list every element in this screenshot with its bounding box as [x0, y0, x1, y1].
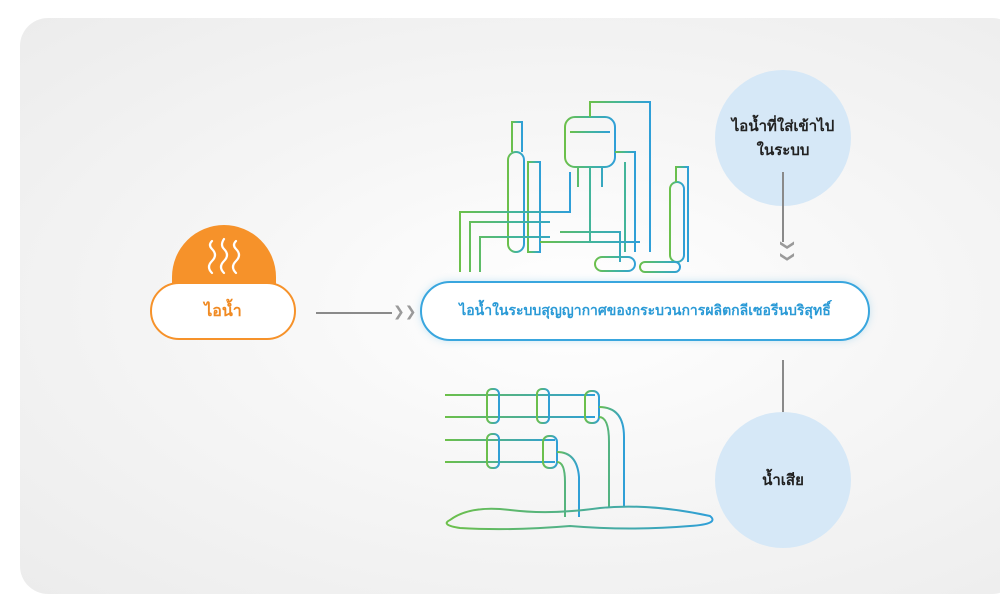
- wastewater-circle: น้ำเสีย: [715, 412, 851, 548]
- wastewater-pipes-icon: [445, 388, 714, 531]
- input-arrow-line: [782, 172, 784, 242]
- process-pill: ไอน้ำในระบบสุญญากาศของกระบวนการผลิตกลีเซ…: [420, 281, 870, 341]
- chevron-down-icon: ❯❯: [779, 239, 796, 263]
- steam-arrow-line: [316, 312, 392, 314]
- steam-label: ไอน้ำ: [204, 300, 242, 320]
- output-arrow-line: [782, 360, 784, 430]
- process-label: ไอน้ำในระบบสุญญากาศของกระบวนการผลิตกลีเซ…: [459, 303, 831, 319]
- input-steam-label-2: ในระบบ: [756, 141, 810, 159]
- factory-icon: [455, 101, 710, 277]
- chevron-right-icon: ❯❯: [393, 304, 417, 320]
- steam-icon: [207, 237, 241, 275]
- wastewater-label: น้ำเสีย: [762, 471, 804, 489]
- steam-label-pill: ไอน้ำ: [150, 282, 296, 340]
- input-steam-label-1: ไอน้ำที่ใส่เข้าไป: [731, 117, 835, 135]
